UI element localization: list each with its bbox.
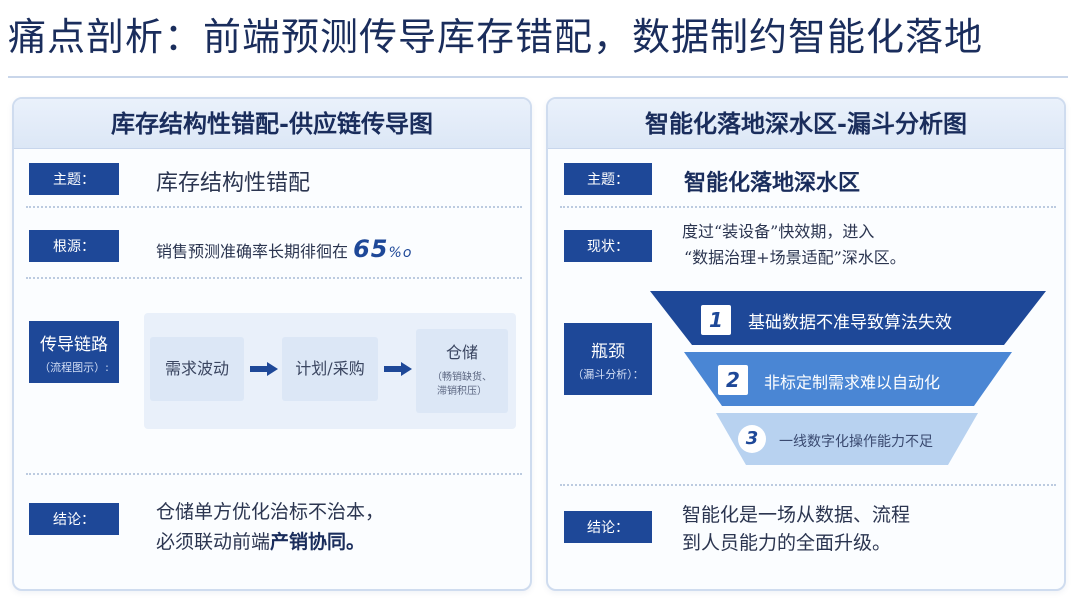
divider-3 — [560, 484, 1056, 486]
title-divider — [8, 76, 1068, 78]
flow-note-line1: （畅销缺货、 — [432, 372, 492, 383]
divider-3 — [26, 473, 522, 475]
funnel-layer-2 — [684, 352, 1012, 406]
theme-tag: 主题： — [29, 163, 119, 195]
flow-step-demand: 需求波动 — [150, 337, 244, 401]
funnel-layer-1 — [650, 291, 1046, 345]
arrow-right-icon — [384, 362, 412, 376]
chain-tag-sub: （流程图示）: — [39, 360, 109, 374]
conclusion-line1: 智能化是一场从数据、流程 — [682, 504, 911, 526]
funnel-diagram — [650, 291, 1046, 465]
source-text: 销售预测准确率长期徘徊在 — [156, 242, 349, 261]
funnel-number-3: 3 — [738, 425, 766, 453]
intelligence-panel: 智能化落地深水区-漏斗分析图 主题： 智能化落地深水区 现状： 度过“装设备”快… — [546, 97, 1066, 591]
conclusion-line2-prefix: 必须联动前端 — [156, 531, 271, 553]
funnel-label-3: 一线数字化操作能力不足 — [779, 434, 933, 450]
source-tag: 根源： — [29, 230, 119, 262]
divider-2 — [26, 277, 522, 279]
chain-tag-main: 传导链路 — [40, 334, 108, 355]
conclusion-text: 智能化是一场从数据、流程 到人员能力的全面升级。 — [682, 501, 910, 557]
conclusion-line2: 到人员能力的全面升级。 — [682, 532, 892, 554]
chain-tag: 传导链路 （流程图示）: — [29, 321, 119, 383]
conclusion-tag: 结论： — [564, 511, 652, 543]
bottleneck-tag-sub: （漏斗分析）： — [572, 367, 644, 381]
theme-text: 库存结构性错配 — [156, 171, 311, 196]
status-line2: “数据治理+场景适配”深水区。 — [684, 248, 906, 267]
status-tag: 现状： — [564, 230, 652, 262]
theme-tag: 主题： — [564, 163, 652, 195]
flow-note-line2: 滞销积压） — [437, 386, 487, 397]
source-unit: %o — [388, 245, 413, 261]
flow-step-warehouse-label: 仓储 — [445, 343, 478, 362]
flow-step-warehouse-note: （畅销缺货、 滞销积压） — [416, 371, 508, 399]
conclusion-highlight: 产销协同。 — [270, 531, 366, 553]
funnel-number-2: 2 — [718, 365, 748, 395]
theme-text: 智能化落地深水区 — [684, 170, 861, 196]
funnel-label-2: 非标定制需求难以自动化 — [764, 373, 941, 392]
bottleneck-tag: 瓶颈 （漏斗分析）： — [564, 323, 652, 395]
supply-chain-panel-header: 库存结构性错配-供应链传导图 — [14, 99, 530, 149]
source-value: 65 — [353, 235, 389, 263]
divider-1 — [560, 206, 1056, 208]
status-line1: 度过“装设备”快效期，进入 — [682, 222, 875, 241]
arrow-right-icon — [250, 362, 278, 376]
conclusion-line2: 必须联动前端产销协同。 — [156, 527, 384, 557]
flow-diagram: 需求波动 计划/采购 仓储 （畅销缺货、 滞销积压） — [144, 313, 516, 429]
flow-step-warehouse: 仓储 （畅销缺货、 滞销积压） — [416, 329, 508, 413]
conclusion-line1: 仓储单方优化治标不治本， — [156, 501, 385, 523]
status-text: 度过“装设备”快效期，进入 “数据治理+场景适配”深水区。 — [682, 219, 906, 271]
intelligence-panel-header: 智能化落地深水区-漏斗分析图 — [548, 99, 1064, 149]
conclusion-tag: 结论： — [29, 503, 119, 535]
flow-step-planning: 计划/采购 — [282, 337, 378, 401]
supply-chain-panel: 库存结构性错配-供应链传导图 主题： 库存结构性错配 根源： 销售预测准确率长期… — [12, 97, 532, 591]
conclusion-text: 仓储单方优化治标不治本， 必须联动前端产销协同。 — [156, 497, 384, 557]
funnel-label-1: 基础数据不准导致算法失效 — [748, 313, 952, 333]
source-sentence: 销售预测准确率长期徘徊在 65%o — [156, 235, 412, 263]
divider-1 — [26, 206, 522, 208]
bottleneck-tag-main: 瓶颈 — [591, 341, 625, 362]
funnel-layer-3 — [716, 413, 978, 465]
funnel-number-1: 1 — [701, 305, 731, 335]
page-title: 痛点剖析：前端预测传导库存错配，数据制约智能化落地 — [8, 15, 984, 59]
